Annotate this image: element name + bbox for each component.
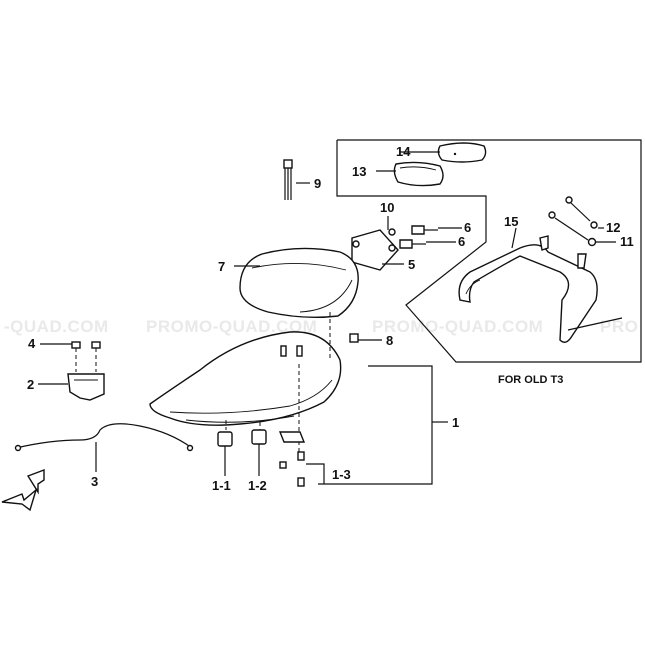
callout-13: 13	[352, 164, 366, 179]
watermark: -QUAD.COM PROMO-QUAD.COM PROMO-QUAD.COM …	[4, 317, 638, 336]
washer-nut-part	[548, 211, 597, 247]
seat-pin-part	[280, 345, 303, 357]
callout-1-3: 1-3	[332, 467, 351, 482]
release-cable-part	[14, 423, 194, 452]
inset-caption: FOR OLD T3	[498, 374, 563, 386]
callout-11: 11	[620, 234, 634, 249]
seat-latch-part	[67, 373, 105, 401]
callout-12: 12	[606, 220, 620, 235]
watermark-text: PROMO-QUAD.COM	[372, 317, 543, 336]
callout-3: 3	[91, 474, 98, 489]
backrest-pad-part	[393, 161, 444, 187]
callout-15: 15	[504, 214, 518, 229]
inset-frame: FOR OLD T3	[336, 139, 642, 386]
callout-7: 7	[218, 259, 225, 274]
callout-1: 1	[452, 415, 459, 430]
callout-8: 8	[386, 333, 393, 348]
callout-2: 2	[27, 377, 34, 392]
watermark-text: -QUAD.COM	[4, 317, 109, 336]
front-direction-arrow-icon	[1, 468, 45, 512]
backrest-frame-part	[458, 235, 623, 343]
seat-hook-part	[278, 431, 306, 487]
leader-lines	[38, 151, 616, 485]
callout-14: 14	[396, 144, 411, 159]
callout-6b: 6	[458, 234, 465, 249]
rubber-cushion-part	[217, 429, 267, 447]
callout-1-1: 1-1	[212, 478, 231, 493]
watermark-text: PRO	[600, 317, 638, 336]
pillion-seat-part	[239, 247, 359, 319]
callout-5: 5	[408, 257, 415, 272]
callout-9: 9	[314, 176, 321, 191]
callout-4: 4	[28, 336, 36, 351]
bolt-part	[565, 196, 598, 229]
callout-10: 10	[380, 200, 394, 215]
callout-labels: 14 13 9 10 6 6 5 7 8 15 12 11 4 2 3 1 1-…	[27, 144, 634, 493]
watermark-text: PROMO-QUAD.COM	[146, 317, 317, 336]
clip-part	[349, 333, 359, 343]
long-bolt-part	[283, 159, 293, 200]
main-seat-part	[149, 312, 342, 460]
callout-6a: 6	[464, 220, 471, 235]
mounting-bracket-part	[351, 225, 438, 271]
latch-bolt-part	[71, 341, 101, 372]
callout-1-2: 1-2	[248, 478, 267, 493]
backrest-plate-part	[437, 142, 487, 163]
